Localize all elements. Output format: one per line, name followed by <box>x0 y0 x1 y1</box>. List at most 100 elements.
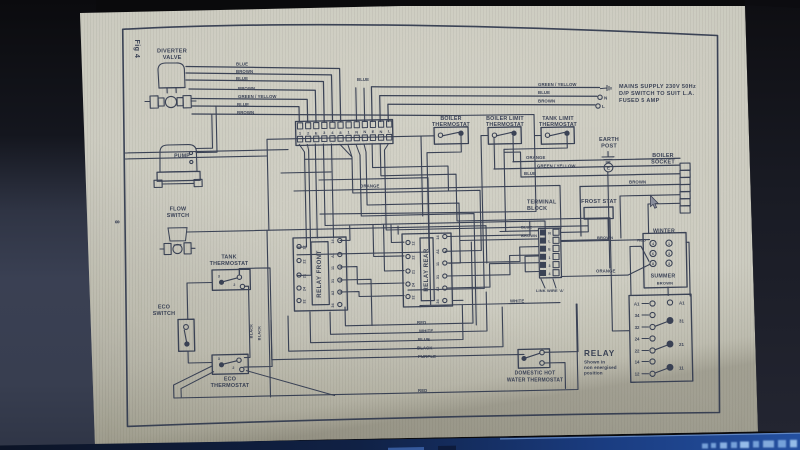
svg-text:A1: A1 <box>436 249 440 254</box>
svg-text:1: 1 <box>347 130 350 135</box>
svg-text:BROWN: BROWN <box>236 69 253 74</box>
svg-text:TERMINAL: TERMINAL <box>527 200 557 206</box>
svg-text:3: 3 <box>668 252 670 256</box>
svg-text:22: 22 <box>635 348 640 353</box>
svg-text:SWITCH: SWITCH <box>167 213 189 219</box>
svg-text:GREEN / YELLOW: GREEN / YELLOW <box>537 163 576 168</box>
svg-text:3: 3 <box>218 357 220 361</box>
svg-text:RED: RED <box>637 238 646 243</box>
svg-text:FROST STAT: FROST STAT <box>581 199 617 205</box>
svg-text:N: N <box>363 129 366 134</box>
svg-text:BLUE: BLUE <box>538 90 550 95</box>
svg-text:N: N <box>548 232 551 236</box>
svg-text:FLOW: FLOW <box>170 207 187 213</box>
svg-text:L: L <box>548 240 551 244</box>
svg-text:BROWN: BROWN <box>597 235 613 240</box>
svg-text:11: 11 <box>436 262 440 266</box>
svg-text:E: E <box>607 166 610 171</box>
svg-text:Shown in: Shown in <box>584 360 605 365</box>
svg-text:2: 2 <box>307 130 310 135</box>
svg-text:BROWN: BROWN <box>521 233 537 238</box>
svg-text:VALVE: VALVE <box>163 55 182 61</box>
svg-text:BROWN: BROWN <box>538 98 555 103</box>
svg-text:ECO: ECO <box>224 377 236 383</box>
svg-text:RELAY FRONT: RELAY FRONT <box>317 250 323 298</box>
svg-text:BROWN: BROWN <box>237 110 254 115</box>
svg-text:8: 8 <box>652 262 654 266</box>
svg-text:31: 31 <box>436 275 440 279</box>
svg-text:24: 24 <box>635 336 640 341</box>
svg-text:BLUE: BLUE <box>236 76 248 81</box>
svg-text:BOILER LIMIT: BOILER LIMIT <box>486 116 524 122</box>
svg-text:ECO: ECO <box>158 305 170 311</box>
svg-text:FUSED 5 AMP: FUSED 5 AMP <box>619 98 660 104</box>
svg-text:BLUE: BLUE <box>236 62 248 67</box>
svg-text:BLUE: BLUE <box>521 224 533 229</box>
svg-text:24: 24 <box>303 286 307 291</box>
svg-text:34: 34 <box>635 313 640 318</box>
svg-text:N: N <box>355 129 358 134</box>
svg-text:32: 32 <box>635 325 640 330</box>
svg-text:THERMOSTAT: THERMOSTAT <box>539 122 578 128</box>
svg-text:L: L <box>602 104 605 109</box>
svg-text:34: 34 <box>436 299 440 304</box>
svg-text:POST: POST <box>601 144 617 150</box>
svg-text:TANK LIMIT: TANK LIMIT <box>542 116 574 122</box>
svg-text:1: 1 <box>668 242 670 246</box>
svg-text:ORANGE: ORANGE <box>596 269 615 274</box>
svg-text:11: 11 <box>679 365 684 370</box>
svg-text:SOCKET: SOCKET <box>651 160 675 166</box>
svg-text:21: 21 <box>412 270 416 274</box>
svg-text:RELAY REAR: RELAY REAR <box>424 248 430 292</box>
svg-text:A1: A1 <box>679 301 685 306</box>
svg-text:14: 14 <box>436 235 440 240</box>
svg-text:1: 1 <box>549 256 551 260</box>
svg-text:14: 14 <box>635 359 640 364</box>
svg-text:WATER THERMOSTAT: WATER THERMOSTAT <box>507 378 563 384</box>
svg-text:E: E <box>315 130 318 135</box>
svg-text:MAINS SUPPLY 230V 50Hz: MAINS SUPPLY 230V 50Hz <box>619 84 696 90</box>
svg-text:position: position <box>584 371 603 376</box>
svg-text:ORANGE: ORANGE <box>360 184 379 189</box>
svg-text:1: 1 <box>299 131 302 136</box>
svg-text:6: 6 <box>652 252 654 256</box>
svg-text:A1: A1 <box>331 253 335 258</box>
svg-text:BLOCK: BLOCK <box>527 206 547 212</box>
svg-text:11: 11 <box>331 266 335 270</box>
svg-text:DIVERTER: DIVERTER <box>157 49 187 55</box>
svg-text:L: L <box>388 129 391 134</box>
svg-text:BROWN: BROWN <box>238 86 255 91</box>
svg-text:WINTER: WINTER <box>653 228 675 234</box>
svg-text:BLUE: BLUE <box>524 171 536 176</box>
svg-text:THERMOSTAT: THERMOSTAT <box>211 383 250 389</box>
svg-text:D/P SWITCH TO SUIT L.A.: D/P SWITCH TO SUIT L.A. <box>619 91 694 97</box>
svg-text:2: 2 <box>232 366 234 370</box>
svg-text:31: 31 <box>679 319 684 324</box>
svg-text:RELAY: RELAY <box>584 349 615 358</box>
svg-text:BOILER: BOILER <box>440 116 461 122</box>
svg-text:BLACK: BLACK <box>249 324 254 339</box>
svg-text:BLACK: BLACK <box>417 346 433 351</box>
svg-text:BLUE: BLUE <box>357 77 369 82</box>
svg-text:DOMESTIC HOT: DOMESTIC HOT <box>515 371 556 377</box>
svg-text:2: 2 <box>233 283 235 287</box>
svg-text:TANK: TANK <box>221 255 236 261</box>
svg-text:3: 3 <box>668 262 670 266</box>
svg-text:12: 12 <box>635 372 640 377</box>
svg-text:RED: RED <box>418 388 427 393</box>
svg-text:21: 21 <box>303 274 307 278</box>
svg-text:non energised: non energised <box>584 365 617 370</box>
svg-text:3: 3 <box>549 264 551 268</box>
svg-text:3: 3 <box>218 275 220 279</box>
svg-text:SUMMER: SUMMER <box>651 274 676 280</box>
svg-text:24: 24 <box>412 282 416 287</box>
svg-text:4: 4 <box>652 242 654 246</box>
svg-text:8: 8 <box>339 130 342 135</box>
svg-text:A1: A1 <box>634 301 640 306</box>
svg-text:LINK WIRE 'A': LINK WIRE 'A' <box>536 288 564 293</box>
svg-text:THERMOSTAT: THERMOSTAT <box>486 122 525 128</box>
svg-text:31: 31 <box>331 279 335 283</box>
svg-text:N: N <box>380 129 383 134</box>
svg-text:WHITE: WHITE <box>419 329 433 334</box>
svg-text:GREEN / YELLOW: GREEN / YELLOW <box>538 82 577 87</box>
